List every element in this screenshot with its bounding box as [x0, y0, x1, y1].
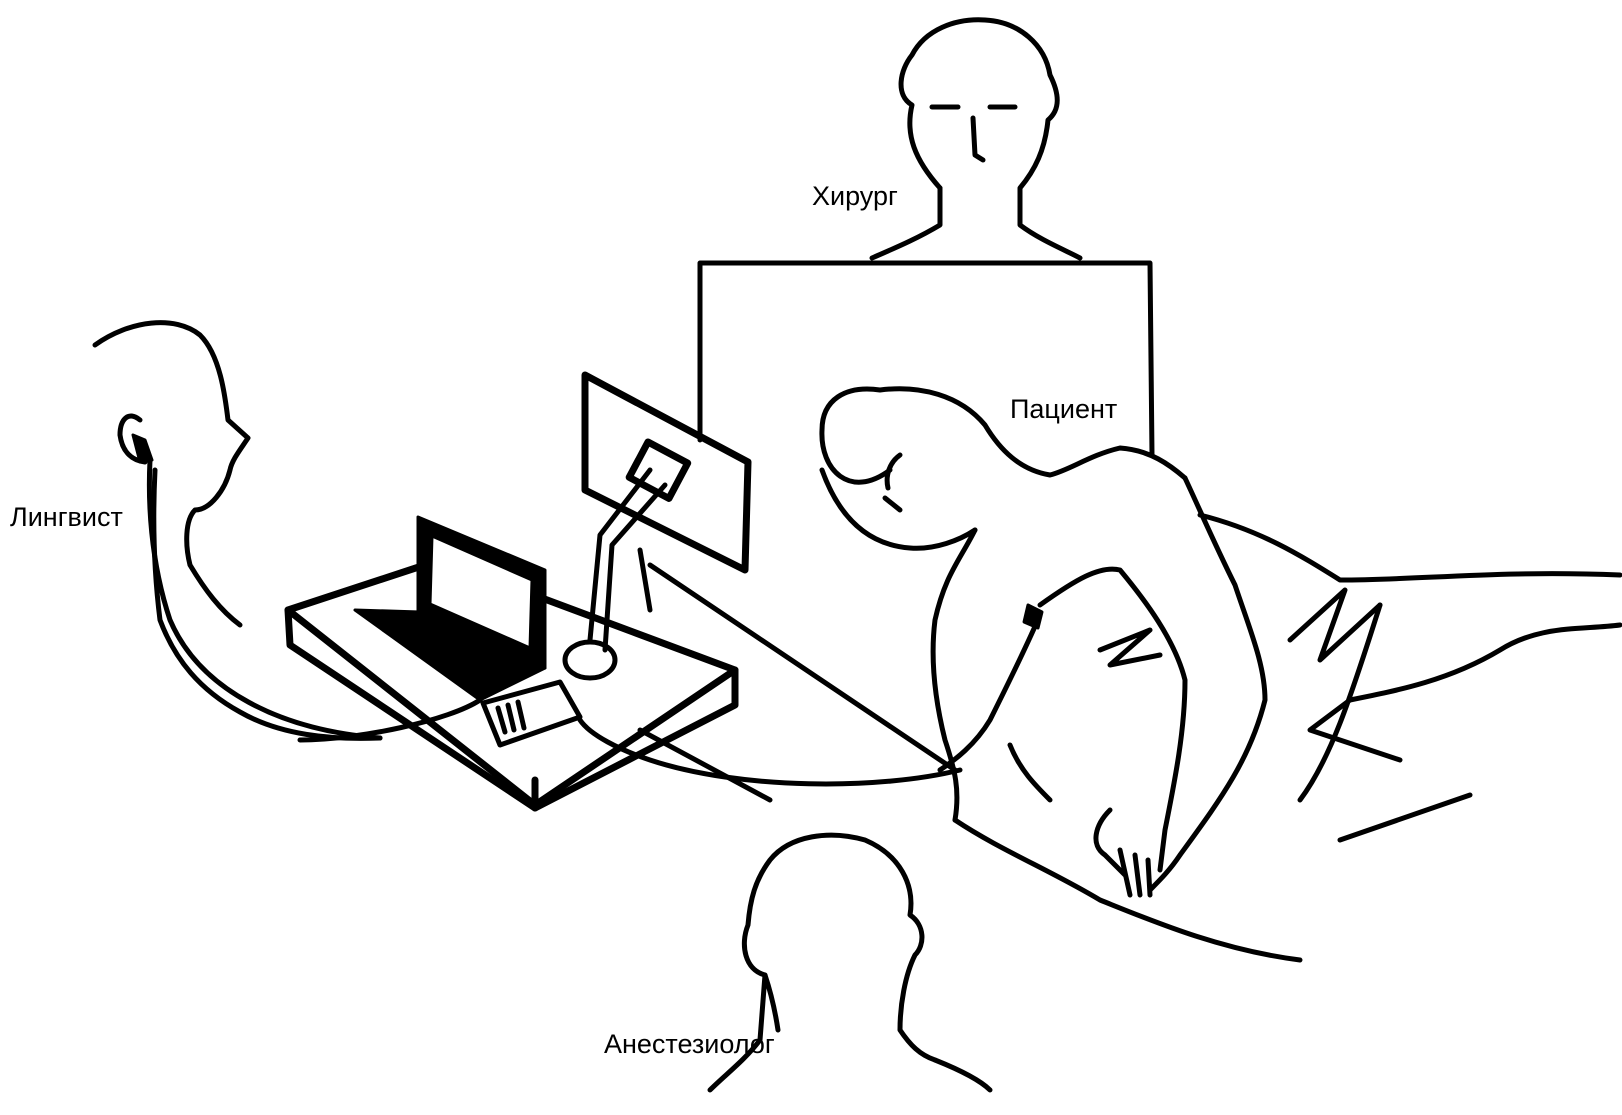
- surgeon-figure: [872, 20, 1080, 258]
- patient-figure: [822, 389, 1620, 960]
- anesthesiologist-head: [744, 835, 935, 1060]
- surgeon-nose: [973, 118, 983, 160]
- blanket-lower: [1310, 625, 1620, 760]
- linguist-label: Лингвист: [10, 502, 123, 532]
- headphone-cable: [149, 460, 380, 738]
- laptop-cable: [300, 700, 480, 740]
- microphone-icon: [1024, 605, 1042, 628]
- microphone-cable: [940, 615, 1040, 770]
- linguist-neck: [154, 470, 380, 738]
- patient-waist: [1010, 745, 1050, 800]
- patient-arm-inner: [1040, 569, 1185, 870]
- anesthesiologist-shoulder: [935, 1060, 990, 1090]
- surgical-screen: [700, 263, 1152, 455]
- paper-lines: [498, 702, 524, 732]
- linguist-head: [95, 323, 248, 625]
- blanket-fold-3: [1340, 795, 1470, 840]
- surgeon-head: [901, 20, 1080, 258]
- desk: [288, 560, 960, 808]
- patient-label: Пациент: [1010, 394, 1117, 424]
- surgeon-label: Хирург: [812, 181, 898, 211]
- patient-hand: [1096, 810, 1150, 895]
- blanket-fold-4: [1100, 630, 1160, 665]
- blanket-top: [1200, 515, 1620, 580]
- monitor-stand-line: [640, 550, 650, 610]
- patient-head: [822, 389, 1185, 482]
- blanket-fold-2: [1300, 605, 1380, 800]
- patient-ear: [887, 455, 900, 488]
- floor-line: [650, 565, 955, 770]
- patient-ear-line: [885, 498, 900, 510]
- monitor-base: [565, 642, 615, 678]
- monitor-assembly: [565, 375, 748, 678]
- monitor-screen: [585, 375, 748, 570]
- anesthesiologist-label: Анестезиолог: [604, 1029, 775, 1059]
